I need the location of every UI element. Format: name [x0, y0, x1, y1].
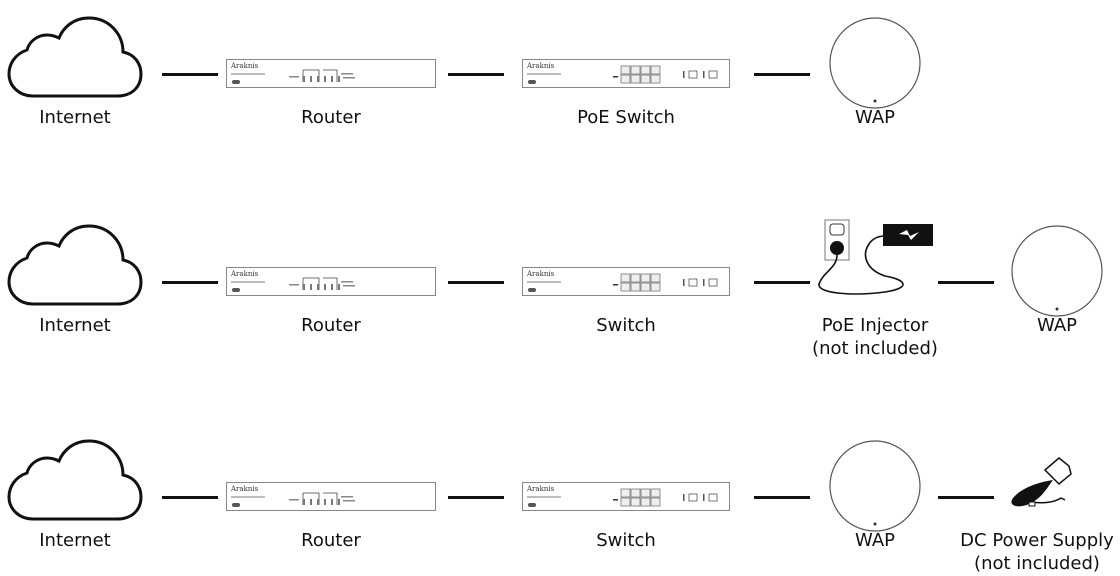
model-bar	[231, 73, 265, 75]
switch-device: Araknis	[522, 482, 730, 511]
node-label-text: Router	[301, 530, 361, 551]
model-bar	[527, 73, 561, 75]
node-sublabel-text: (not included)	[812, 338, 938, 359]
node-label-text: WAP	[1037, 315, 1077, 336]
router-device: Araknis	[226, 59, 436, 88]
node-label-text: WAP	[855, 107, 895, 128]
switch-label: PoE Switch	[526, 106, 726, 129]
cloud-icon	[7, 16, 143, 98]
poe-injector-icon	[818, 219, 933, 295]
ethernet-ports-icon	[613, 488, 718, 507]
node-label-text: Switch	[596, 530, 656, 551]
brand-logo: Araknis	[231, 485, 259, 493]
node-label-text: Internet	[39, 107, 111, 128]
wap-icon	[829, 440, 921, 532]
router-label: Router	[231, 106, 431, 129]
node-label-text: Router	[301, 315, 361, 336]
node-label-text: Internet	[39, 530, 111, 551]
switch-device: Araknis	[522, 267, 730, 296]
cloud-label: Internet	[0, 106, 175, 129]
dcpower-label: DC Power Supply(not included)	[937, 529, 1120, 575]
connection-line	[448, 496, 504, 499]
port-diagram-icon	[289, 492, 355, 505]
wap-icon	[1011, 225, 1103, 317]
brand-logo: Araknis	[527, 62, 555, 70]
connection-line	[754, 496, 810, 499]
model-bar	[527, 281, 561, 283]
connection-line	[162, 281, 218, 284]
model-bar	[231, 281, 265, 283]
port-diagram-icon	[289, 277, 355, 290]
brand-logo: Araknis	[527, 270, 555, 278]
device-logo-icon	[528, 503, 536, 507]
router-device: Araknis	[226, 482, 436, 511]
connection-line	[448, 281, 504, 284]
router-label: Router	[231, 529, 431, 552]
brand-logo: Araknis	[231, 270, 259, 278]
node-label-text: WAP	[855, 530, 895, 551]
cloud-icon	[7, 224, 143, 306]
cloud-label: Internet	[0, 314, 175, 337]
router-device: Araknis	[226, 267, 436, 296]
injector-label: PoE Injector(not included)	[775, 314, 975, 360]
connection-line	[754, 73, 810, 76]
brand-logo: Araknis	[527, 485, 555, 493]
wap-icon	[829, 17, 921, 109]
node-label-text: PoE Injector	[821, 315, 929, 336]
wap-label: WAP	[775, 529, 975, 552]
ethernet-ports-icon	[613, 273, 718, 292]
brand-logo: Araknis	[231, 62, 259, 70]
port-diagram-icon	[289, 69, 355, 82]
node-label-text: DC Power Supply	[960, 530, 1114, 551]
switch-device: Araknis	[522, 59, 730, 88]
cloud-label: Internet	[0, 529, 175, 552]
node-label-text: Switch	[596, 315, 656, 336]
connection-line	[938, 281, 994, 284]
model-bar	[527, 496, 561, 498]
device-logo-icon	[232, 80, 240, 84]
device-logo-icon	[528, 80, 536, 84]
switch-label: Switch	[526, 529, 726, 552]
node-sublabel-text: (not included)	[974, 553, 1100, 574]
connection-line	[754, 281, 810, 284]
router-label: Router	[231, 314, 431, 337]
wap-label: WAP	[775, 106, 975, 129]
device-logo-icon	[232, 288, 240, 292]
connection-line	[938, 496, 994, 499]
dc-power-supply-icon	[1011, 457, 1072, 507]
switch-label: Switch	[526, 314, 726, 337]
connection-line	[162, 73, 218, 76]
node-label-text: Internet	[39, 315, 111, 336]
connection-line	[162, 496, 218, 499]
wap-label: WAP	[957, 314, 1120, 337]
device-logo-icon	[528, 288, 536, 292]
cloud-icon	[7, 439, 143, 521]
node-label-text: Router	[301, 107, 361, 128]
node-label-text: PoE Switch	[577, 107, 675, 128]
connection-line	[448, 73, 504, 76]
model-bar	[231, 496, 265, 498]
device-logo-icon	[232, 503, 240, 507]
ethernet-ports-icon	[613, 65, 718, 84]
